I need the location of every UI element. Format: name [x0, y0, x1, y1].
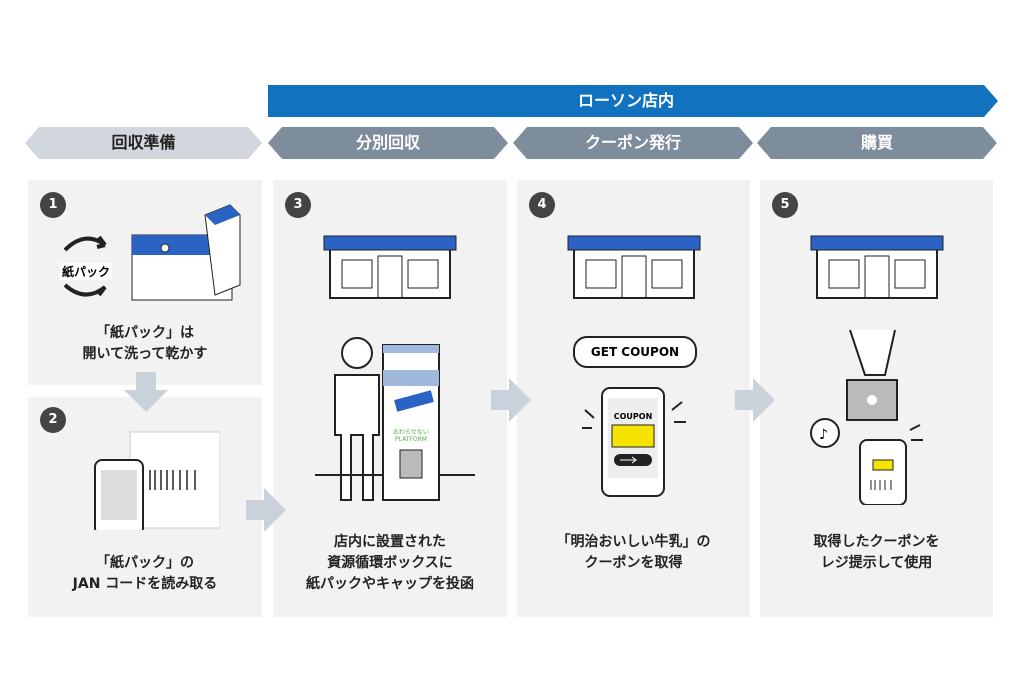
- caption-line: 紙パックやキャップを投函: [306, 576, 474, 592]
- step-number: 5: [772, 192, 798, 218]
- platform-logo: おわらせない PLATFORM: [393, 429, 429, 443]
- coupon-phone-label: COUPON: [613, 412, 653, 421]
- milk-carton-open-illustration: [63, 204, 241, 301]
- banner-arrow: [268, 85, 998, 117]
- arrow-right-icon: [491, 378, 531, 422]
- phase-chevron-3: [513, 127, 753, 159]
- arrow-down-icon: [124, 372, 168, 412]
- step-4-caption: 「明治おいしい牛乳」の クーポンを取得: [517, 532, 750, 574]
- step-5-caption: 取得したクーポンを レジ提示して使用: [760, 532, 993, 574]
- caption-line: JAN コードを読み取る: [72, 576, 218, 592]
- caption-line: 店内に設置された: [334, 534, 446, 550]
- phase-coupon: クーポン発行: [584, 133, 681, 152]
- paper-pack-icon-label: 紙パック: [60, 263, 113, 280]
- store-icon: [810, 235, 944, 299]
- phone-coupon-illustration: [582, 387, 686, 497]
- step-number: 1: [40, 192, 66, 218]
- step-2-caption: 「紙パック」の JAN コードを読み取る: [28, 553, 262, 595]
- phase-preparation: 回収準備: [111, 133, 176, 152]
- phone-scan-barcode-illustration: [94, 431, 220, 530]
- step-1-caption: 「紙パック」は 開いて洗って乾かす: [28, 323, 262, 365]
- caption-line: レジ提示して使用: [820, 555, 933, 571]
- caption-line: 「明治おいしい牛乳」の: [556, 534, 711, 550]
- arrow-right-icon: [735, 378, 775, 422]
- svg-text:♪: ♪: [819, 427, 828, 443]
- arrow-right-icon: [246, 488, 286, 532]
- caption-line: 開いて洗って乾かす: [82, 346, 208, 362]
- caption-line: 「紙パック」は: [96, 325, 194, 341]
- caption-line: クーポンを取得: [584, 555, 683, 571]
- phase-chevron-2: [268, 127, 508, 159]
- store-icon: [323, 235, 457, 299]
- register-scan-illustration: ♪: [810, 329, 923, 505]
- caption-line: 「紙パック」の: [96, 555, 194, 571]
- caption-line: 取得したクーポンを: [813, 534, 940, 550]
- step-number: 2: [40, 407, 66, 433]
- recycling-box-person-illustration: [315, 337, 475, 501]
- store-icon: [567, 235, 701, 299]
- get-coupon-bubble: GET COUPON: [573, 336, 697, 368]
- banner-lawson-store: ローソン店内: [577, 91, 674, 110]
- phase-chevron-1: [25, 127, 262, 159]
- phase-chevron-4: [757, 127, 997, 159]
- step-3-caption: 店内に設置された 資源循環ボックスに 紙パックやキャップを投函: [273, 532, 507, 595]
- caption-line: 資源循環ボックスに: [327, 555, 453, 571]
- phase-sorting: 分別回収: [355, 133, 420, 152]
- step-number: 4: [529, 192, 555, 218]
- phase-purchase: 購買: [860, 133, 893, 152]
- step-number: 3: [285, 192, 311, 218]
